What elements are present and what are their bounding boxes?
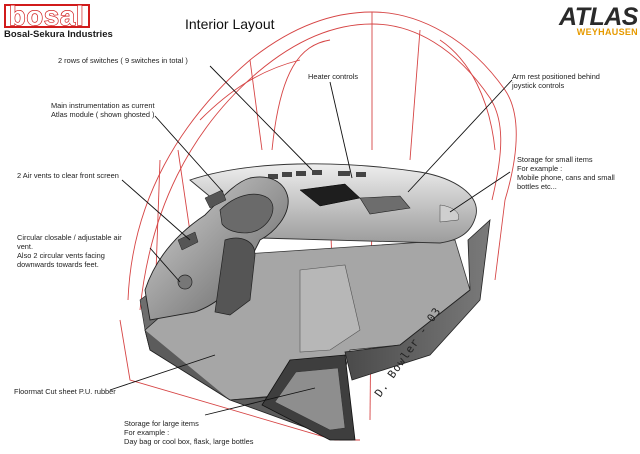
leader-switches bbox=[209, 65, 313, 171]
left-console bbox=[144, 176, 289, 321]
note-storage-large: Storage for large items For example : Da… bbox=[124, 419, 254, 446]
page-title: Interior Layout bbox=[185, 16, 275, 32]
leader-storage-small bbox=[449, 171, 511, 213]
note-armrest: Arm rest positioned behind joystick cont… bbox=[512, 72, 600, 90]
note-floormat: Floormat Cut sheet P.U. rubber bbox=[14, 387, 116, 396]
leader-air-vents bbox=[121, 179, 191, 241]
leader-storage-large bbox=[204, 387, 316, 416]
bosal-logo: bosal Bosal-Sekura Industries bbox=[4, 2, 144, 40]
note-instrumentation: Main instrumentation as current Atlas mo… bbox=[51, 101, 155, 119]
atlas-logo-word: ATLAS bbox=[559, 3, 638, 31]
leader-instrumentation bbox=[154, 115, 224, 193]
atlas-logo: ATLAS WEYHAUSEN bbox=[534, 3, 638, 38]
note-storage-small: Storage for small items For example : Mo… bbox=[517, 155, 615, 191]
leader-armrest bbox=[407, 79, 513, 193]
bosal-company-name: Bosal-Sekura Industries bbox=[4, 29, 113, 40]
leader-floormat bbox=[109, 354, 216, 391]
note-circular-vent: Circular closable / adjustable air vent.… bbox=[17, 233, 122, 269]
ghost-cab-frame bbox=[119, 11, 517, 441]
leader-circular-vent bbox=[149, 247, 181, 283]
note-heater: Heater controls bbox=[308, 72, 359, 81]
leader-heater bbox=[329, 81, 353, 179]
leader-lines bbox=[109, 65, 513, 416]
atlas-logo-sub: WEYHAUSEN bbox=[576, 27, 638, 37]
note-air-vents: 2 Air vents to clear front screen bbox=[17, 171, 119, 180]
note-switches: 2 rows of switches ( 9 switches in total… bbox=[58, 56, 188, 65]
bosal-logo-word: bosal bbox=[4, 2, 144, 30]
cab-right-wall bbox=[261, 218, 491, 441]
